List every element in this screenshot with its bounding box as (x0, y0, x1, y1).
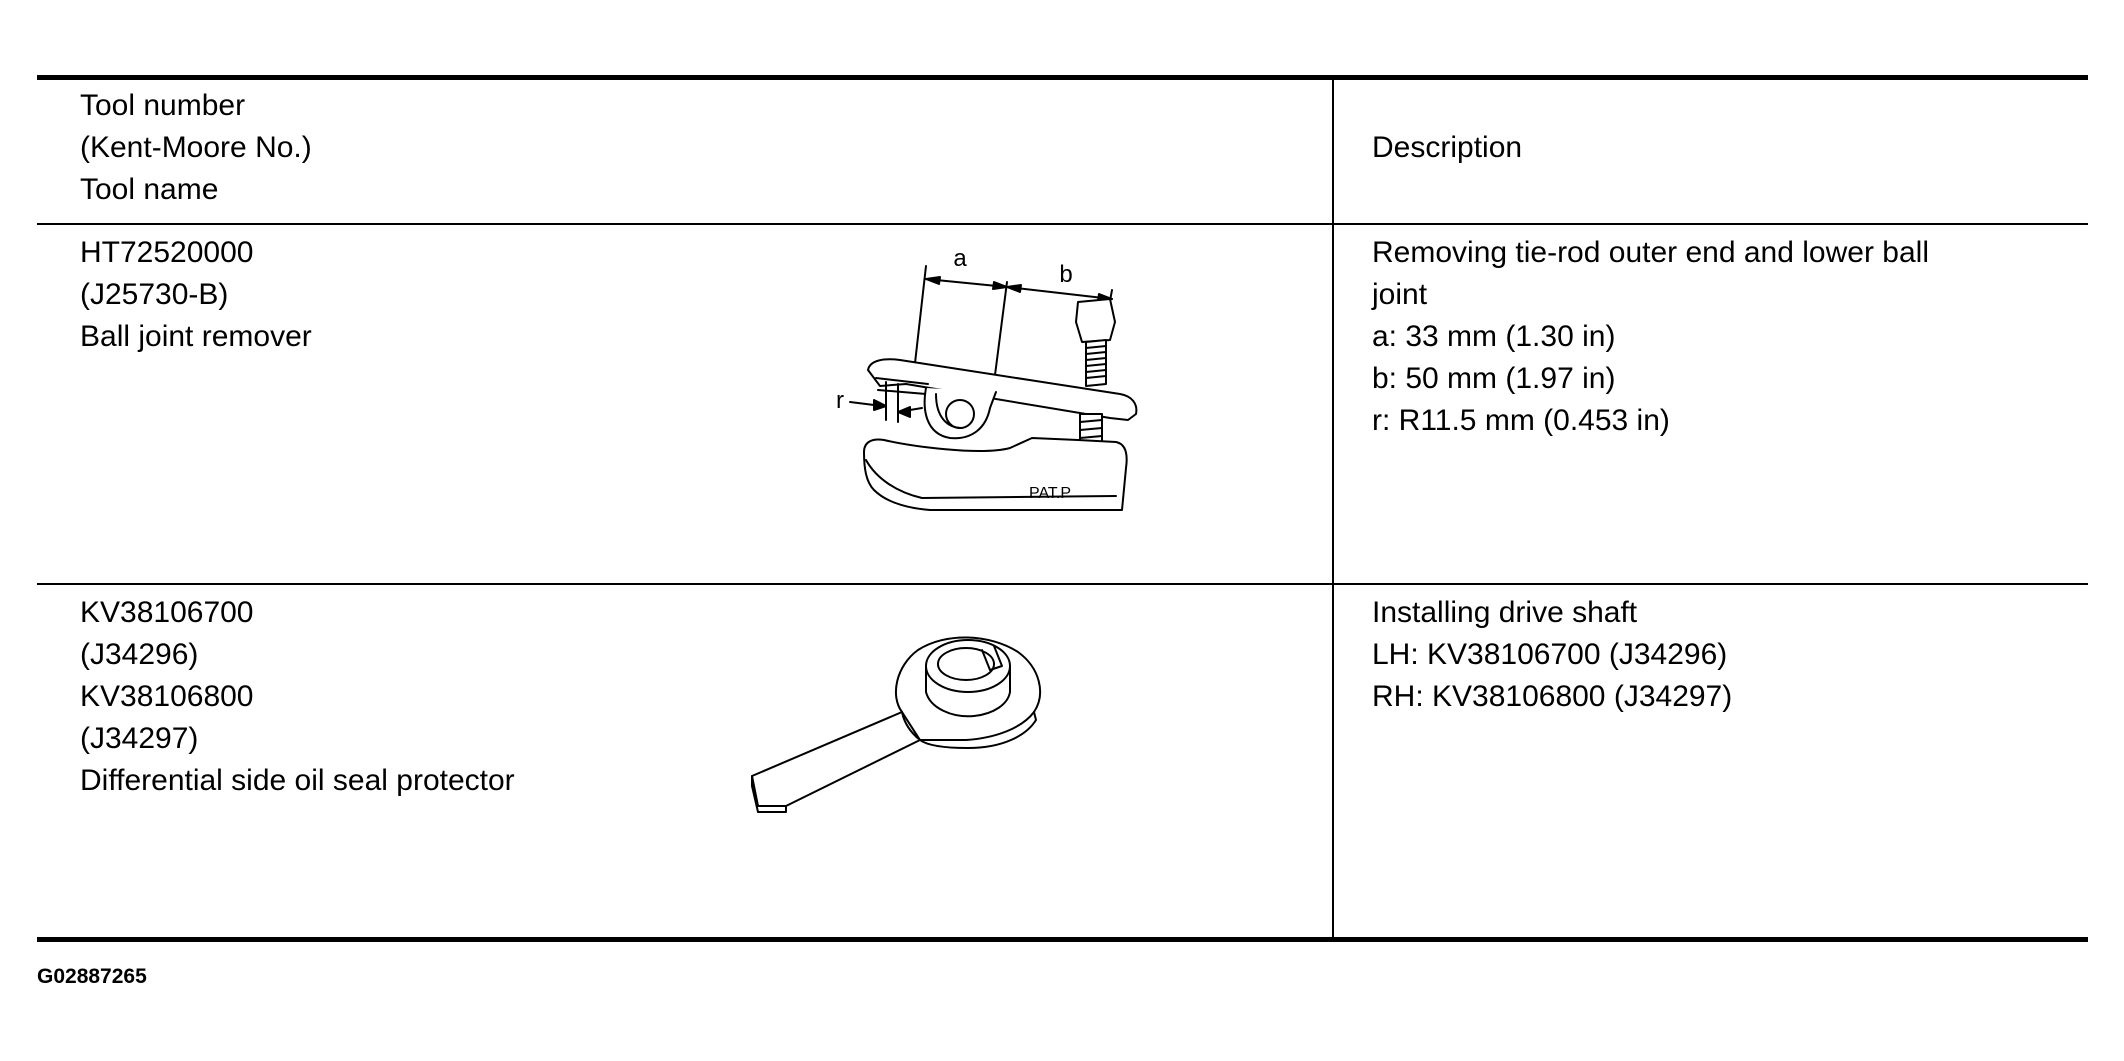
figure-id: G02887265 (37, 965, 147, 988)
table-top-rule (37, 75, 2088, 80)
bolt-thread-top (1085, 345, 1107, 379)
arrow-a-left (925, 276, 941, 285)
upper-arm (867, 358, 1138, 421)
arrow-b-left (1006, 284, 1022, 293)
handle-thickness (751, 775, 787, 813)
row-divider (37, 583, 2088, 585)
handle (751, 711, 921, 807)
dim-r-label: r (836, 387, 844, 414)
bolt-head (1075, 298, 1116, 343)
lower-body-edge (865, 459, 1117, 499)
dim-a-label: a (953, 245, 967, 272)
row2-tool-info: KV38106700 (J34296) KV38106800 (J34297) … (80, 596, 515, 797)
lower-body (863, 437, 1128, 511)
dim-b-label: b (1059, 261, 1072, 288)
table-bottom-rule (37, 937, 2088, 942)
row1-tool-info: HT72520000 (J25730-B) Ball joint remover (80, 236, 312, 353)
collar-bore (937, 647, 995, 681)
header-description-column: Description (1372, 131, 1523, 164)
arrow-r-left (873, 399, 887, 411)
fork-cup-inner (935, 393, 963, 429)
header-tool-column: Tool number (Kent-Moore No.) Tool name (80, 89, 312, 206)
row2-description: Installing drive shaft LH: KV38106700 (J… (1372, 596, 1733, 713)
dim-ab-middle-extension (994, 281, 1008, 376)
ball-stud (945, 399, 975, 429)
dim-a-left-extension (913, 265, 927, 373)
row1-description: Removing tie-rod outer end and lower bal… (1372, 236, 1929, 437)
patent-stamp: PAT.P (1029, 485, 1071, 502)
ball-joint-remover-icon: a b r PAT.P (836, 245, 1138, 511)
column-divider (1332, 80, 1334, 937)
collar-slot (981, 645, 1003, 671)
header-divider (37, 223, 2088, 225)
arrow-a-right (992, 281, 1008, 290)
dim-b-line (1006, 286, 1113, 300)
collar-side (925, 665, 1011, 718)
round-plate-edge (901, 711, 1037, 749)
arrow-r-right (897, 406, 911, 418)
oil-seal-protector-icon (751, 636, 1042, 813)
